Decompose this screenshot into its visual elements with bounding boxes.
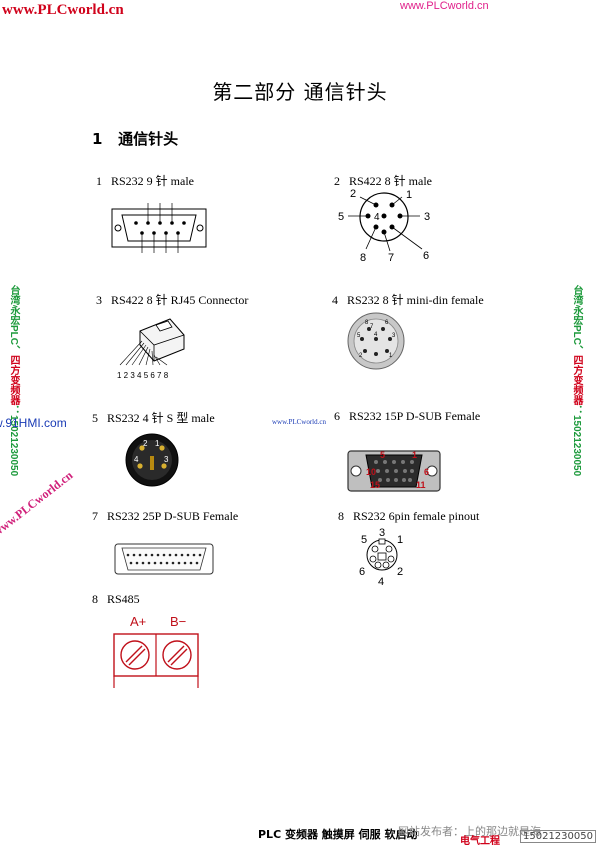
sixpin-pin-1: 1 <box>397 534 403 546</box>
dsub25-pin <box>177 561 181 565</box>
minidin-pin-8: 8 <box>365 320 369 326</box>
rs485-a-plus-label: A+ <box>130 614 146 629</box>
dsub15-pin-6: 6 <box>424 467 429 477</box>
dsub25-pin <box>141 561 145 565</box>
connector-label-2: 2 RS422 8 针 male <box>334 174 432 188</box>
rj45-pin-numbers: 1 2 3 4 5 6 7 8 <box>117 371 169 380</box>
rs422-pin-3: 3 <box>424 211 430 223</box>
rs422-pin-2: 2 <box>350 188 356 200</box>
minidin-pin-5: 5 <box>357 333 361 339</box>
dsub25-pin <box>192 553 196 557</box>
sixpin-pin-2: 2 <box>397 566 403 578</box>
dsub15-pin-5: 5 <box>380 450 385 460</box>
page-title: 第二部分 通信针头 <box>212 80 388 104</box>
dsub25-pin <box>159 561 163 565</box>
rs485-terminal-diagram: A+ B− <box>113 614 199 688</box>
section-number: 1 <box>92 130 103 148</box>
dsub25-pin <box>153 561 157 565</box>
minidin-pin-1: 1 <box>389 353 393 359</box>
footer-overlay-text: 网站发布者：上的那边就是海 <box>398 825 541 838</box>
rs422-8pin-diagram: 1 2 3 4 5 6 7 8 <box>338 188 430 264</box>
dsub25-pin <box>183 561 187 565</box>
dsub15-pin-11: 11 <box>416 480 426 490</box>
minidin-pin-4: 4 <box>374 332 378 338</box>
left-vertical-phone: ：15021230050 <box>8 405 19 477</box>
rs485-b-minus-label: B− <box>170 614 186 629</box>
connector-label-4: 4 RS232 8 针 mini-din female <box>332 293 484 307</box>
dsub25-pin <box>132 553 136 557</box>
dsub25-pin <box>171 561 175 565</box>
sixpin-pin-6: 6 <box>359 566 365 578</box>
dsub25-pin <box>156 553 160 557</box>
rs422-pin-4: 4 <box>374 212 380 223</box>
rs422-pin-6: 6 <box>423 250 429 262</box>
mini-din-8-diagram: 8 6 7 5 3 4 2 1 <box>347 312 405 370</box>
minidin-pin-2: 2 <box>359 353 363 359</box>
s4-pin-4: 4 <box>134 455 139 464</box>
dsub15-pin-1: 1 <box>412 450 417 460</box>
right-vertical-watermark: 台湾永宏PLC、四方变频器：15021230050 <box>569 285 584 476</box>
rs422-pin-1: 1 <box>406 189 412 201</box>
footer-red-text: 电气工程 <box>460 836 500 847</box>
right-vertical-phone: ：15021230050 <box>571 405 582 477</box>
dsub15-female-diagram: 5 1 10 6 15 11 <box>347 450 441 492</box>
footer-text: PLC 变频器 触摸屏 伺服 软启动 <box>258 828 418 841</box>
left-vertical-watermark: 台湾永宏PLC、四方变频器：15021230050 <box>6 285 21 476</box>
rs422-pin-8: 8 <box>360 252 366 264</box>
connector-label-3: 3 RS422 8 针 RJ45 Connector <box>96 293 249 307</box>
rs422-pin-5: 5 <box>338 211 344 223</box>
dsub25-pin <box>195 561 199 565</box>
dsub25-pin <box>135 561 139 565</box>
watermark-middle: www.PLCworld.cn <box>272 418 326 426</box>
rj45-diagram: 1 2 3 4 5 6 7 8 <box>117 318 185 380</box>
dsub25-pin <box>186 553 190 557</box>
connector-label-7: 7 RS232 25P D-SUB Female <box>92 509 239 523</box>
watermark-top-left: www.PLCworld.cn <box>2 2 124 18</box>
dsub25-pin <box>162 553 166 557</box>
db9-male-diagram <box>111 203 207 253</box>
connector-label-8: 8 RS232 6pin female pinout <box>338 509 480 523</box>
watermark-diagonal: www.PLCworld.cn <box>0 468 76 540</box>
watermark-top-right: www.PLCworld.cn <box>400 0 489 12</box>
dsub25-pin <box>126 553 130 557</box>
sixpin-pin-5: 5 <box>361 534 367 546</box>
minidin-pin-3: 3 <box>392 333 396 339</box>
dsub25-pin <box>147 561 151 565</box>
minidin-pin-7: 7 <box>370 324 374 330</box>
sixpin-pin-4: 4 <box>378 576 384 587</box>
footer-phone: 15021230050 <box>520 830 596 843</box>
right-vertical-green: 台湾永宏PLC、 <box>571 285 582 355</box>
dsub25-pin <box>165 561 169 565</box>
rs422-pin-7: 7 <box>388 252 394 264</box>
dsub15-pin-10: 10 <box>366 467 376 477</box>
dsub25-pin <box>198 553 202 557</box>
left-vertical-green: 台湾永宏PLC、 <box>8 285 19 355</box>
dsub25-pin <box>180 553 184 557</box>
left-vertical-red: 四方变频器 <box>8 355 19 405</box>
watermark-91hmi: w.91HMI.com <box>0 416 67 430</box>
minidin-pin-6: 6 <box>385 320 389 326</box>
dsub25-pin <box>138 553 142 557</box>
dsub25-female-diagram <box>114 543 214 575</box>
dsub15-pin-15: 15 <box>370 480 380 490</box>
dsub25-pin <box>168 553 172 557</box>
s4-pin-3: 3 <box>164 455 169 464</box>
section-heading: 1 通信针头 <box>92 128 178 149</box>
six-pin-female-diagram: 3 5 1 6 2 4 <box>359 527 403 587</box>
dsub25-pin <box>150 553 154 557</box>
dsub25-pin <box>189 561 193 565</box>
dsub25-pin <box>144 553 148 557</box>
connector-label-6: 6 RS232 15P D-SUB Female <box>334 409 481 423</box>
dsub25-pin <box>174 553 178 557</box>
connector-label-5: 5 RS232 4 针 S 型 male <box>92 411 215 425</box>
section-title: 通信针头 <box>118 130 179 148</box>
connector-label-rs485: 8 RS485 <box>92 592 140 606</box>
dsub25-pin <box>129 561 133 565</box>
connector-label-1: 1 RS232 9 针 male <box>96 174 194 188</box>
s4-pin-2: 2 <box>143 439 148 448</box>
s-type-4pin-diagram: 2 1 3 4 <box>125 433 179 487</box>
sixpin-pin-3: 3 <box>379 527 385 539</box>
right-vertical-red: 四方变频器 <box>571 355 582 405</box>
s4-pin-1: 1 <box>155 439 160 448</box>
